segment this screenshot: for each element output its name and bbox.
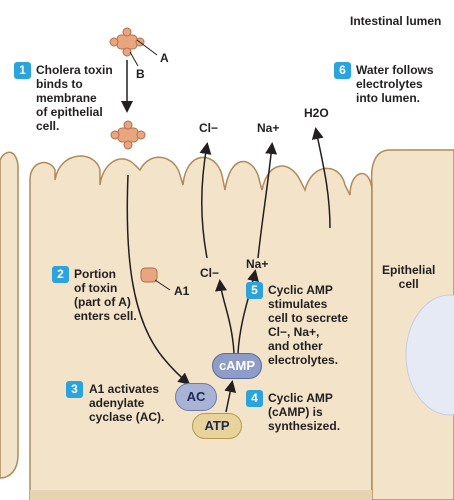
left-neighbor-cell [0, 151, 19, 479]
a1-fragment [140, 267, 171, 291]
arrow-camp-to-cl [215, 279, 235, 354]
chloride-cell-label: Cl− [200, 266, 220, 280]
step-5-badge: 5 [246, 282, 263, 299]
chloride-lumen-label: Cl− [199, 121, 219, 135]
camp-pill: cAMP [212, 353, 262, 379]
step-6-text: Water follows electrolytes into lumen. [356, 63, 434, 105]
lumen-label: Intestinal lumen [350, 14, 442, 28]
arrow-water [311, 127, 331, 229]
arrow-toxin-entry [126, 174, 191, 385]
step-3-badge: 3 [66, 381, 83, 398]
nucleus [405, 294, 454, 416]
toxin-a-label: A [160, 51, 169, 65]
water-label: H2O [304, 106, 329, 120]
step-1-text: Cholera toxin binds to membrane of epith… [36, 63, 113, 133]
step-1-badge: 1 [14, 62, 31, 79]
step-2-text: Portion of toxin (part of A) enters cell… [74, 267, 137, 323]
arrow-na-secretion [257, 142, 278, 259]
arrow-atp-to-camp [224, 380, 237, 413]
step-4-text: Cyclic AMP (cAMP) is synthesized. [268, 391, 341, 433]
step-5-text: Cyclic AMP stimulates cell to secrete Cl… [268, 283, 349, 367]
sodium-cell-label: Na+ [246, 257, 269, 271]
basal-membrane [30, 490, 372, 500]
epithelial-cell-body [29, 155, 373, 500]
step-3-text: A1 activates adenylate cyclase (AC). [89, 382, 165, 424]
adenylate-cyclase-pill: AC [175, 383, 217, 411]
epithelial-cell-label: Epithelial cell [382, 263, 436, 291]
cholera-toxin-bound [110, 120, 146, 150]
a1-label: A1 [174, 284, 190, 298]
cholera-toxin-free [109, 27, 158, 67]
atp-pill: ATP [192, 413, 242, 439]
step-2-badge: 2 [52, 266, 69, 283]
step-6-badge: 6 [334, 62, 351, 79]
toxin-b-label: B [136, 67, 145, 81]
arrow-cl-secretion [199, 142, 212, 259]
arrow-camp-to-na [237, 269, 259, 354]
sodium-lumen-label: Na+ [257, 121, 280, 135]
step-4-badge: 4 [246, 390, 263, 407]
